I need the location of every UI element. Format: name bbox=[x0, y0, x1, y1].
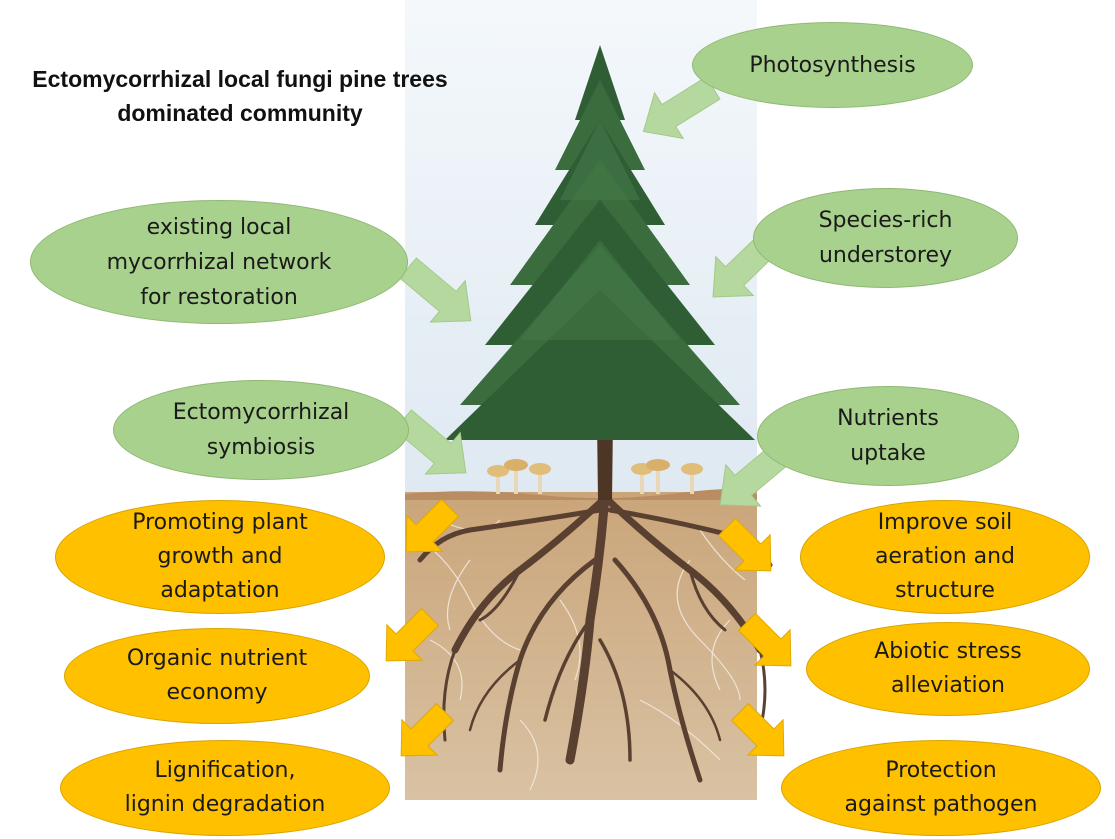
diagram-title: Ectomycorrhizal local fungi pine trees d… bbox=[10, 62, 470, 130]
bubble-plant-growth: Promoting plant growth and adaptation bbox=[55, 500, 385, 614]
bubble-nutrient-economy: Organic nutrient economy bbox=[64, 628, 370, 724]
bubble-understorey: Species-rich understorey bbox=[753, 188, 1018, 288]
title-line-1: Ectomycorrhizal local fungi pine trees bbox=[32, 66, 448, 92]
arrow-economy bbox=[385, 607, 440, 662]
soil-surface bbox=[405, 488, 757, 500]
bubble-nutrients-uptake: Nutrients uptake bbox=[757, 386, 1019, 486]
soil-background bbox=[405, 492, 757, 800]
arrow-soil bbox=[717, 517, 772, 572]
arrow-pathogen bbox=[730, 702, 785, 757]
bubble-symbiosis: Ectomycorrhizal symbiosis bbox=[113, 380, 409, 480]
yellow-arrows bbox=[385, 498, 792, 757]
mushroom-cluster-right bbox=[631, 459, 703, 494]
hyphae-network bbox=[419, 519, 746, 791]
arrow-photosynthesis bbox=[642, 76, 721, 140]
bubble-abiotic-stress: Abiotic stress alleviation bbox=[806, 622, 1090, 716]
arrow-stress bbox=[737, 612, 792, 667]
bubble-lignin: Lignification, lignin degradation bbox=[60, 740, 390, 836]
arrow-network bbox=[398, 257, 472, 323]
title-line-2: dominated community bbox=[117, 100, 363, 126]
bubble-soil-aeration: Improve soil aeration and structure bbox=[800, 500, 1090, 614]
mushroom-cluster-left bbox=[487, 459, 551, 494]
arrow-lignin bbox=[400, 702, 455, 757]
bubble-photosynthesis: Photosynthesis bbox=[692, 22, 973, 108]
arrow-growth bbox=[405, 498, 460, 553]
bubble-pathogen-protection: Protection against pathogen bbox=[781, 740, 1101, 836]
tree-foliage bbox=[445, 45, 755, 440]
bubble-mycorrhizal-network: existing local mycorrhizal network for r… bbox=[30, 200, 408, 324]
